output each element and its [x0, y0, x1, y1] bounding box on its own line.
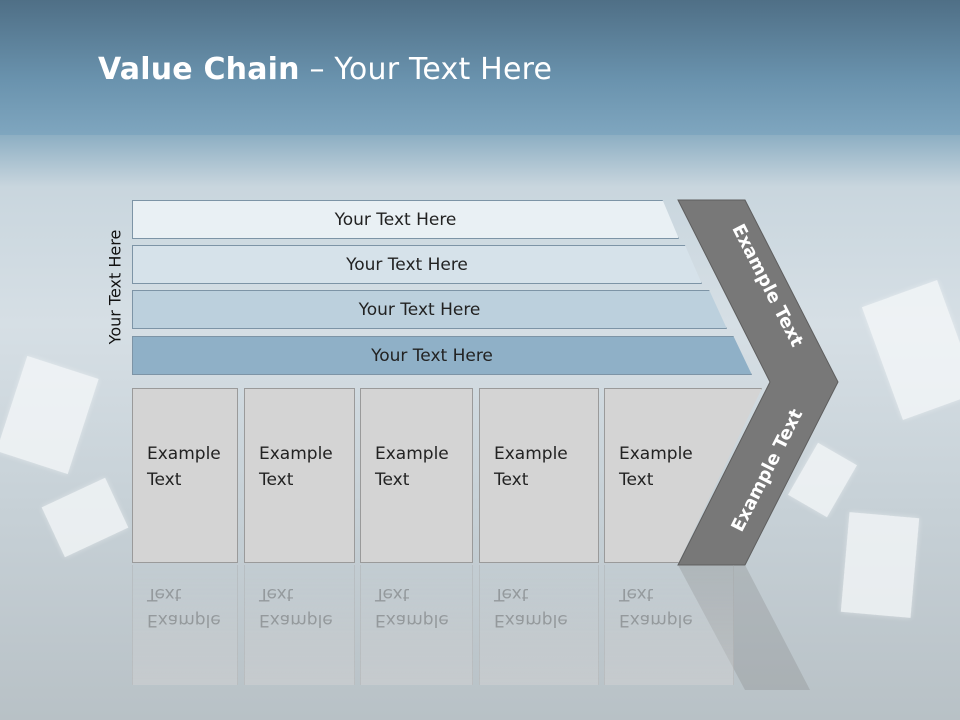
box-line1: Example [259, 444, 333, 464]
bar-3-label: Your Text Here [358, 299, 481, 320]
box-line1: Example [147, 444, 221, 464]
bar-2: Your Text Here [132, 245, 702, 284]
bar-2-label: Your Text Here [346, 254, 468, 275]
bar-4: Your Text Here [132, 336, 752, 375]
box-line2: Text [259, 470, 294, 490]
box-line1: Example [494, 444, 568, 464]
box-line2: Text [494, 470, 529, 490]
box-line2: Text [375, 470, 410, 490]
slide-title-bold: Value Chain [98, 52, 300, 87]
slide-title-rest: – Your Text Here [299, 52, 553, 87]
bar-1-label: Your Text Here [334, 209, 457, 230]
box-line2: Text [619, 470, 654, 490]
bar-4-label: Your Text Here [371, 345, 493, 366]
slide-title: Value Chain – Your Text Here [98, 52, 552, 87]
box-line1: Example [619, 444, 693, 464]
bar-3: Your Text Here [132, 290, 727, 329]
title-banner [0, 0, 960, 135]
box-line2: Text [147, 470, 182, 490]
box-line1: Example [375, 444, 449, 464]
